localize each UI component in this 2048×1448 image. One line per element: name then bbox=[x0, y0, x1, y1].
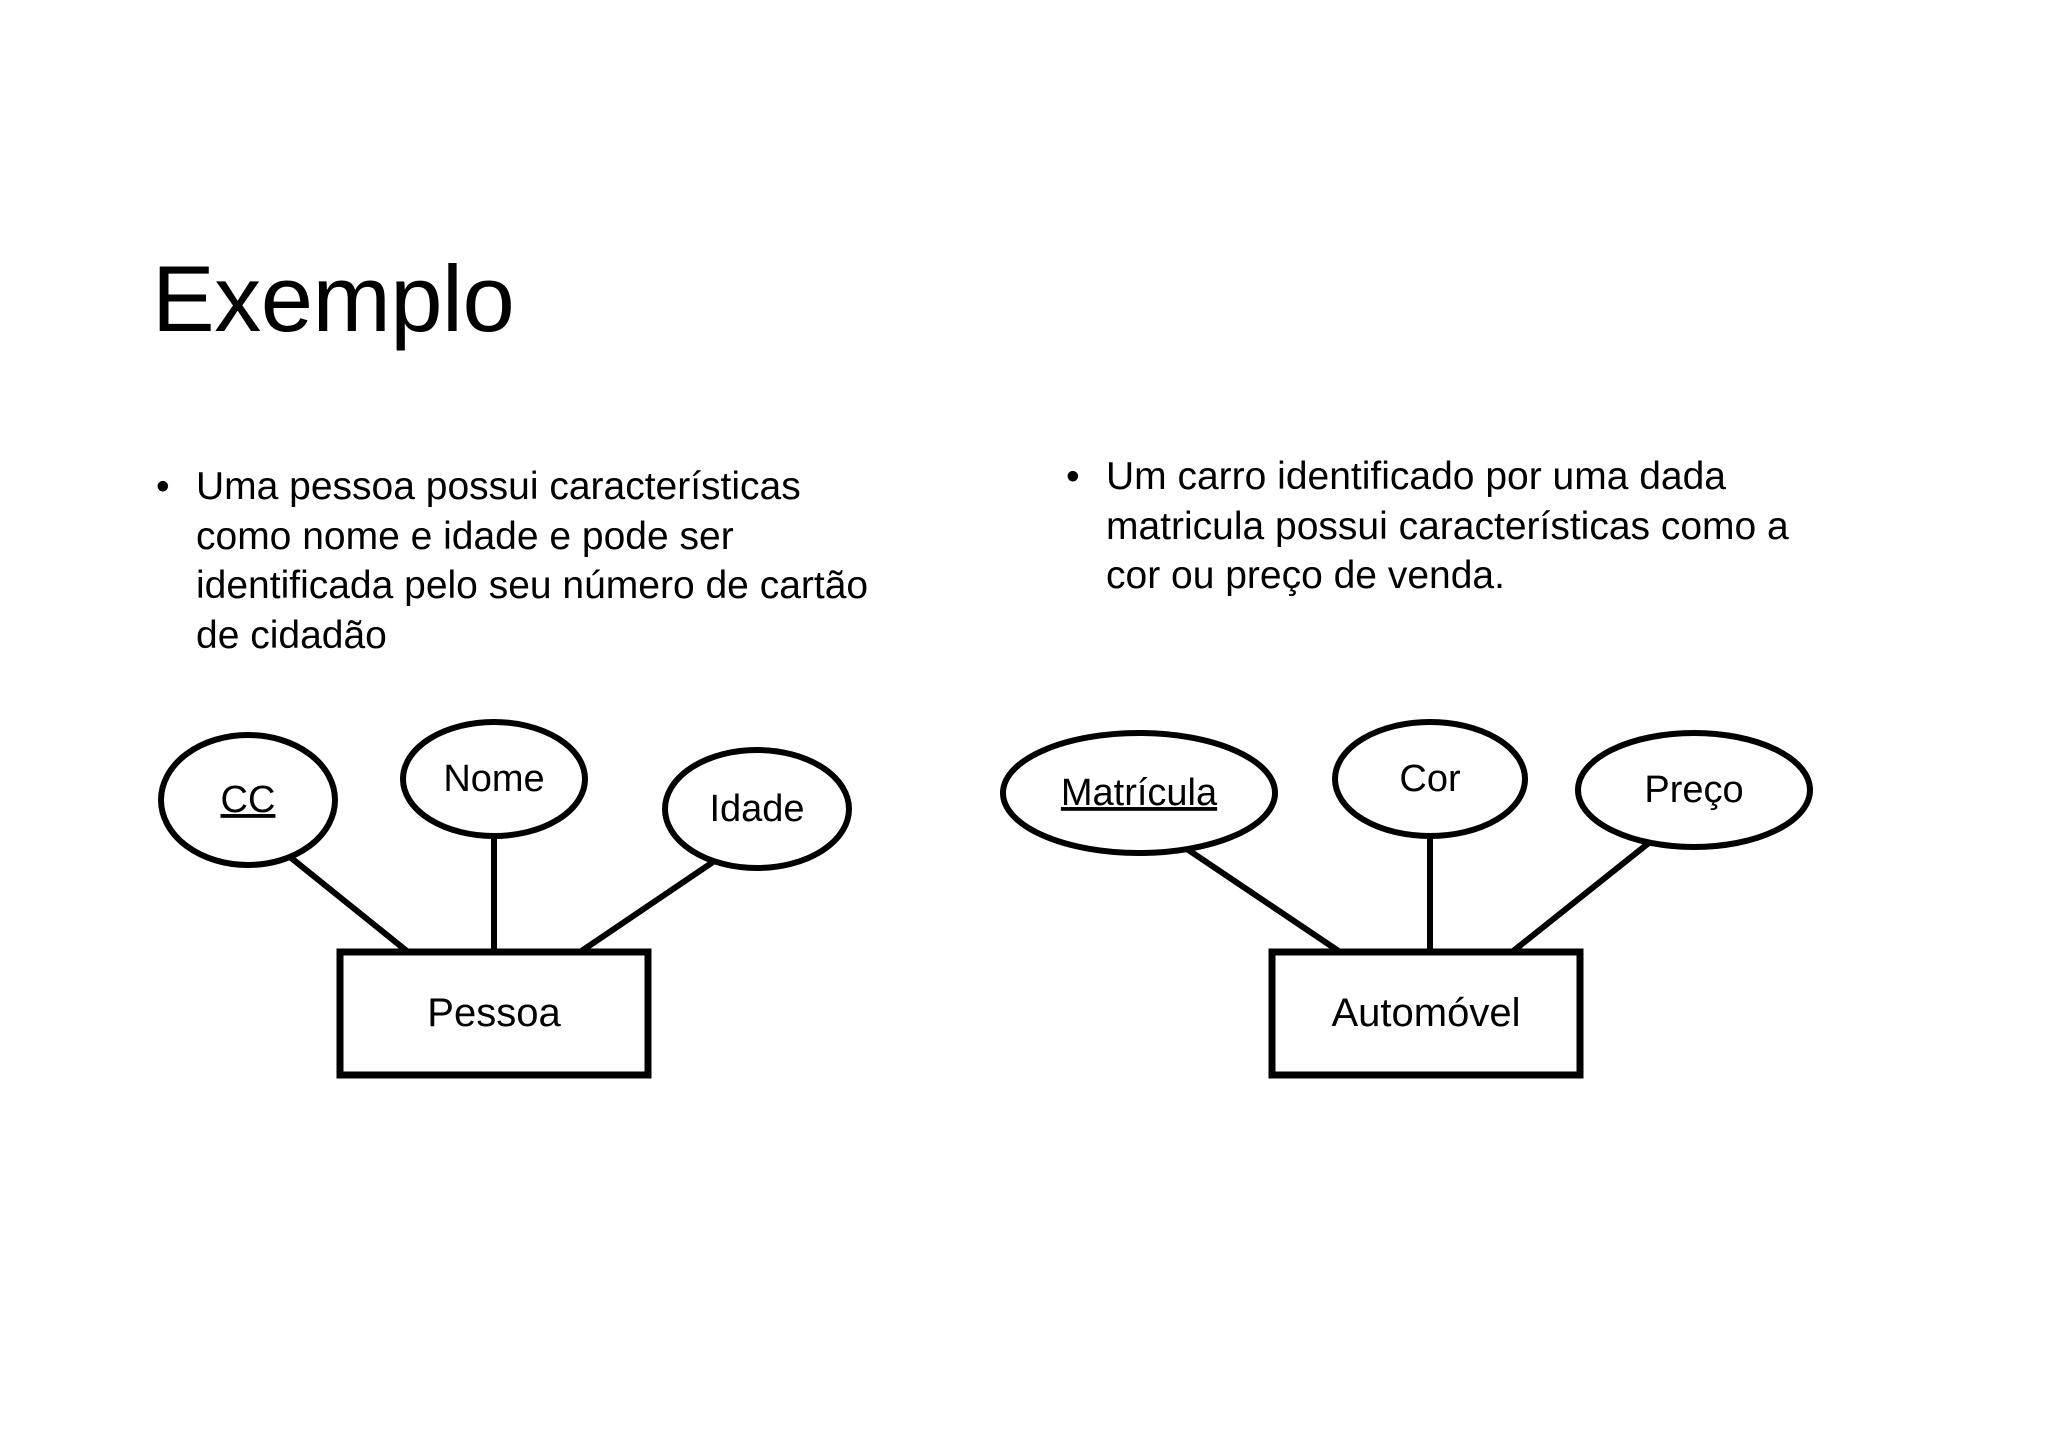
attribute-ellipse-nome[interactable] bbox=[400, 719, 588, 839]
attribute-ellipse-cc[interactable] bbox=[158, 732, 338, 868]
page-title: Exemplo bbox=[152, 246, 515, 351]
automovel-er-diagram: Automóvel Matrícula Cor Preço bbox=[1000, 719, 1813, 1079]
attribute-ellipse-pre-o[interactable] bbox=[1575, 730, 1813, 850]
connector-line-cc bbox=[288, 854, 410, 955]
attribute-label-nome: Nome bbox=[443, 758, 544, 800]
connector-line-matrícula bbox=[1179, 842, 1342, 955]
bullet-list-left: • Uma pessoa possui características como… bbox=[148, 462, 888, 660]
bullet-list-right: • Um carro identificado por uma dada mat… bbox=[1058, 452, 1798, 601]
connector-line-preço bbox=[1510, 839, 1652, 955]
attribute-label-pre-o: Preço bbox=[1644, 769, 1743, 811]
attribute-label-matr-cula: Matrícula bbox=[1061, 772, 1218, 814]
bullet-text-automovel: Um carro identificado por uma dada matri… bbox=[1106, 455, 1789, 598]
attribute-label-idade: Idade bbox=[709, 788, 804, 830]
bullet-marker-icon: • bbox=[1066, 455, 1080, 498]
bullet-marker-icon: • bbox=[156, 465, 170, 508]
entity-box-pessoa[interactable] bbox=[336, 948, 652, 1079]
entity-box-automóvel[interactable] bbox=[1268, 948, 1584, 1079]
entity-label-pessoa: Pessoa bbox=[427, 991, 561, 1035]
attribute-ellipse-matr-cula[interactable] bbox=[1000, 730, 1278, 856]
attribute-label-cc: CC bbox=[221, 779, 276, 821]
list-item: • Uma pessoa possui características como… bbox=[148, 462, 888, 660]
attribute-ellipse-cor[interactable] bbox=[1332, 719, 1528, 839]
entity-label-automóvel: Automóvel bbox=[1332, 991, 1521, 1035]
list-item: • Um carro identificado por uma dada mat… bbox=[1058, 452, 1798, 601]
attribute-label-cor: Cor bbox=[1399, 758, 1461, 800]
attribute-ellipse-idade[interactable] bbox=[662, 747, 852, 871]
connector-line-idade bbox=[578, 859, 715, 955]
bullet-text-pessoa: Uma pessoa possui características como n… bbox=[196, 465, 869, 657]
